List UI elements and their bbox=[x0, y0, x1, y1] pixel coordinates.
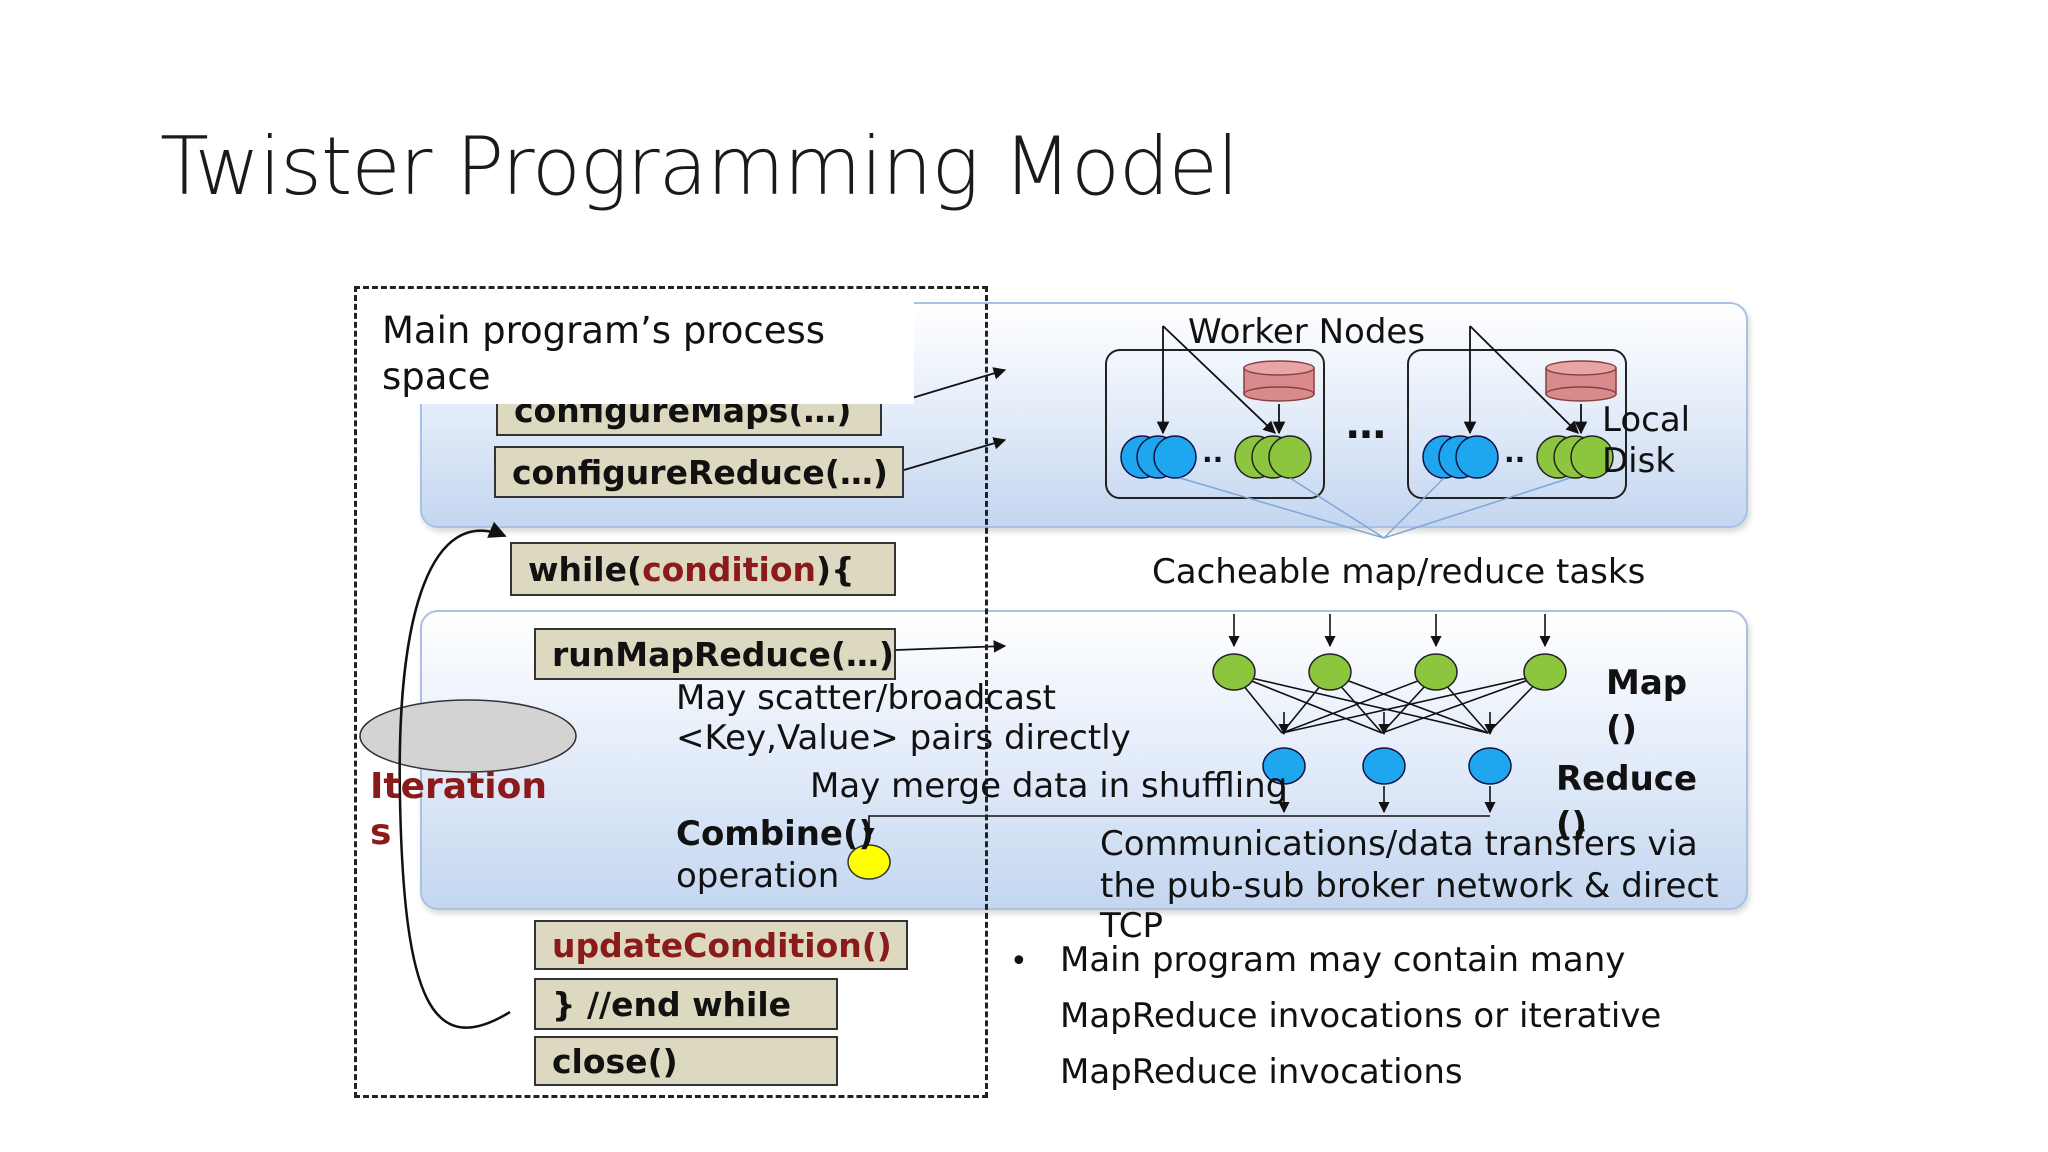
worker-nodes-label: Worker Nodes bbox=[1188, 312, 1426, 352]
bullet-line3: MapReduce invocations bbox=[1060, 1052, 1463, 1092]
configure-reduce-box: configureReduce(…) bbox=[494, 446, 904, 498]
comm-note-line2: the pub-sub broker network & direct bbox=[1100, 866, 1719, 906]
close-box: close() bbox=[534, 1036, 838, 1086]
end-while-box: } //end while bbox=[534, 978, 838, 1030]
task-dots: .. bbox=[1504, 436, 1526, 469]
combine-node bbox=[847, 844, 891, 880]
worker-ellipsis: … bbox=[1346, 402, 1386, 448]
iterations-label: Iterations bbox=[370, 766, 547, 853]
comm-note-line1: Communications/data transfers via bbox=[1100, 824, 1698, 864]
comm-note-line3: TCP bbox=[1100, 906, 1164, 946]
slide-title: Twister Programming Model bbox=[160, 120, 1239, 213]
main-program-label: Main program’s process space bbox=[362, 300, 914, 404]
map-label: Map() bbox=[1606, 663, 1688, 749]
reduce-tasks bbox=[1262, 747, 1512, 785]
worker-node-box bbox=[1407, 349, 1627, 499]
while-condition: condition bbox=[642, 549, 816, 589]
combine-label: Combine() bbox=[676, 814, 875, 854]
end-while-text: } //end while bbox=[552, 984, 792, 1024]
close-text: close() bbox=[552, 1041, 678, 1081]
configure-reduce-text: configureReduce(…) bbox=[512, 452, 888, 492]
while-box: while(condition){ bbox=[510, 542, 896, 596]
local-disk-icon bbox=[1545, 360, 1617, 402]
update-condition-text: updateCondition() bbox=[552, 925, 892, 965]
update-condition-box: updateCondition() bbox=[534, 920, 908, 970]
merge-note: May merge data in shuffling bbox=[810, 766, 1288, 806]
cached-map-tasks bbox=[1536, 435, 1614, 479]
bullet-marker: • bbox=[1010, 944, 1028, 979]
scatter-note-line1: May scatter/broadcast bbox=[676, 678, 1056, 718]
iteration-loop-arrow bbox=[398, 521, 511, 1029]
cacheable-tasks-label: Cacheable map/reduce tasks bbox=[1152, 552, 1646, 592]
cached-reduce-tasks bbox=[1120, 435, 1197, 479]
cached-map-tasks bbox=[1234, 435, 1312, 479]
bullet-line2: MapReduce invocations or iterative bbox=[1060, 996, 1662, 1036]
bullet-line1: Main program may contain many bbox=[1060, 940, 1626, 980]
run-mapreduce-box: runMapReduce(…) bbox=[534, 628, 896, 680]
shuffle-edges bbox=[1233, 673, 1546, 734]
run-mapreduce-text: runMapReduce(…) bbox=[552, 634, 895, 674]
task-dots: .. bbox=[1202, 436, 1224, 469]
cached-reduce-tasks bbox=[1422, 435, 1499, 479]
scatter-note-line2: <Key,Value> pairs directly bbox=[676, 718, 1131, 758]
worker-node-box bbox=[1105, 349, 1325, 499]
combine-operation-label: operation bbox=[676, 856, 840, 896]
map-tasks bbox=[1212, 653, 1567, 691]
main-program-boundary bbox=[354, 286, 988, 1098]
local-disk-icon bbox=[1243, 360, 1315, 402]
local-disk-label: Local Disk bbox=[1602, 400, 1691, 481]
iterations-callout bbox=[359, 699, 577, 773]
reduce-label: Reduce() bbox=[1556, 759, 1697, 845]
mapreduce-panel bbox=[420, 610, 1748, 910]
